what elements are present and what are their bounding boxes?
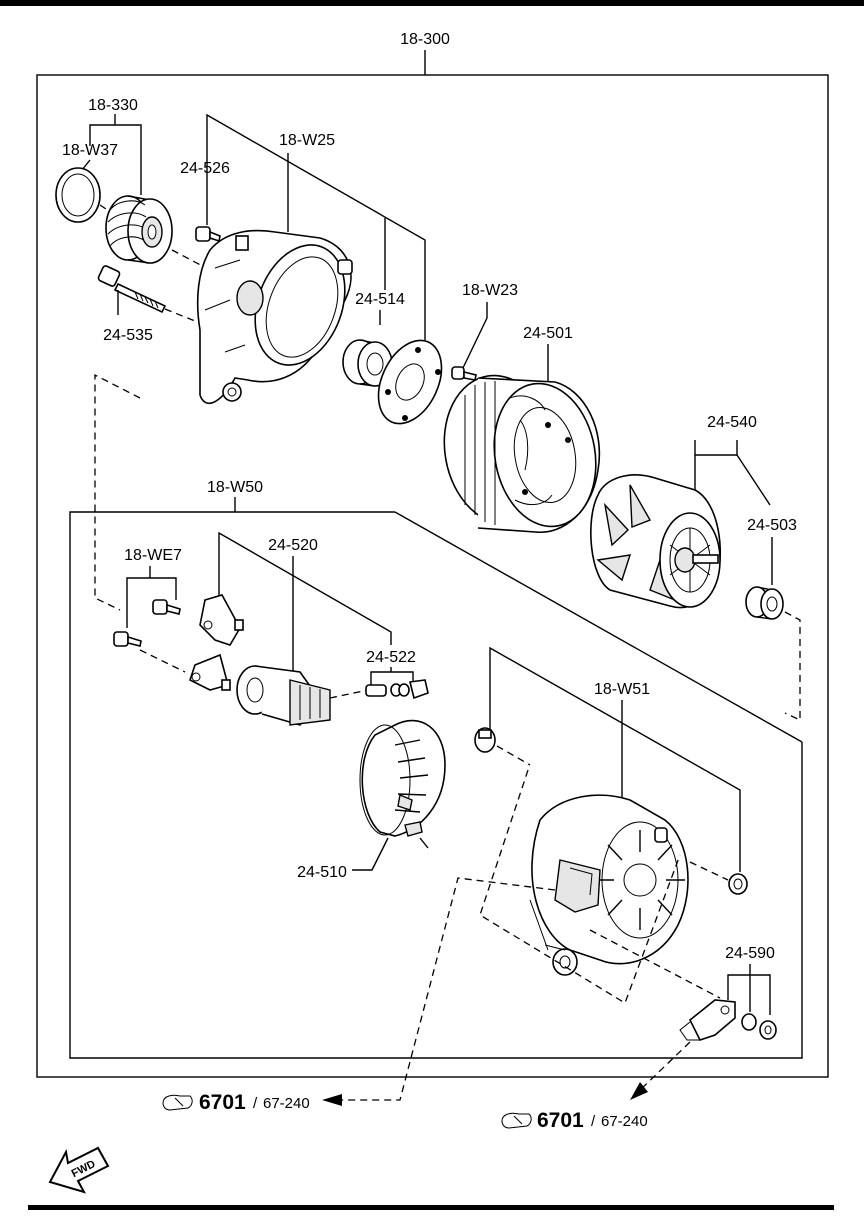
bolt-24-535 [97, 265, 167, 314]
label-24-520: 24-520 [268, 537, 318, 554]
retainer-plate [377, 339, 443, 425]
label-24-590: 24-590 [725, 945, 775, 962]
bottom-border [28, 1205, 834, 1210]
bearing-24-503 [745, 586, 784, 620]
label-24-535: 24-535 [103, 327, 153, 344]
ref-sub-2[interactable]: 67-240 [601, 1113, 648, 1130]
ref-sep-1: / [253, 1095, 258, 1112]
reference-pointer-icon [162, 1094, 193, 1111]
label-24-540: 24-540 [707, 414, 757, 431]
screw-24-526 [195, 226, 221, 243]
ref-sep-2: / [591, 1113, 596, 1130]
brush-holder-bracket [189, 594, 244, 691]
label-18-W37: 18-W37 [62, 142, 118, 159]
label-18-W50: 18-W50 [207, 479, 263, 496]
ref-sub-1[interactable]: 67-240 [263, 1095, 310, 1112]
front-bracket-part [196, 229, 353, 405]
terminal-24-590 [679, 999, 777, 1041]
label-18-W23: 18-W23 [462, 282, 518, 299]
rear-cover-part [529, 794, 689, 976]
fwd-arrow-icon: FWD [48, 1146, 110, 1194]
brush-holder-24-520 [236, 665, 331, 726]
label-24-501: 24-501 [523, 325, 573, 342]
label-24-503: 24-503 [747, 517, 797, 534]
label-18-W25: 18-W25 [279, 132, 335, 149]
label-18-330: 18-330 [88, 97, 138, 114]
screw-18-W23 [451, 366, 477, 381]
ref-main-1[interactable]: 6701 [199, 1091, 246, 1114]
nut-18-W51 [728, 873, 748, 895]
assembly-frame [36, 74, 829, 1078]
cap-part [55, 167, 101, 223]
pulley-part [105, 195, 173, 264]
label-18-300: 18-300 [400, 31, 450, 48]
reference-pointer-icon [501, 1112, 532, 1129]
ref-main-2[interactable]: 6701 [537, 1109, 584, 1132]
stator-24-501 [443, 374, 601, 533]
screw-18-WE7-a [152, 599, 181, 615]
label-24-510: 24-510 [297, 864, 347, 881]
bushing-18-W51 [474, 727, 496, 753]
rear-group-frame [69, 511, 803, 1059]
brushes-24-522 [365, 679, 429, 700]
screw-18-WE7-b [113, 631, 142, 647]
label-24-522: 24-522 [366, 649, 416, 666]
rectifier-24-510 [359, 719, 446, 849]
label-24-526: 24-526 [180, 160, 230, 177]
label-18-W51: 18-W51 [594, 681, 650, 698]
label-18-WE7: 18-WE7 [124, 547, 182, 564]
rotor-24-540 [590, 474, 722, 609]
label-24-514: 24-514 [355, 291, 405, 308]
top-border [0, 0, 864, 6]
